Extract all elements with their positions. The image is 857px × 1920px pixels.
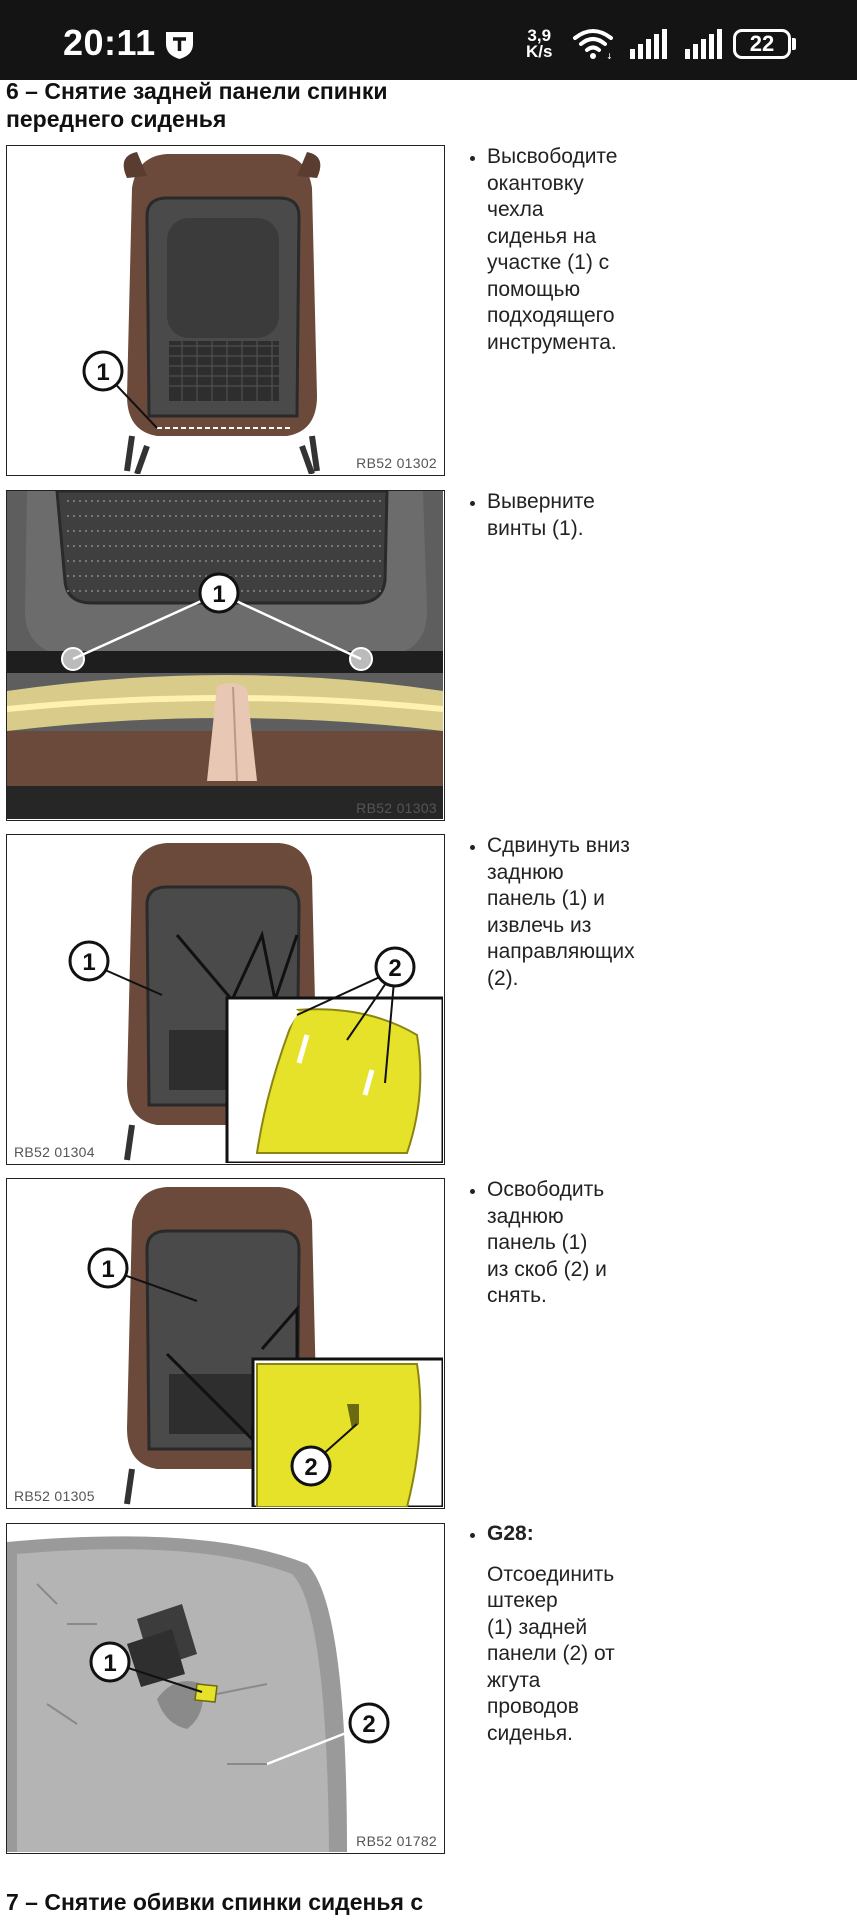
step-line: заднюю xyxy=(487,1204,564,1228)
callout-number: 2 xyxy=(362,1711,375,1738)
step-line: окантовку xyxy=(487,171,584,195)
step-line: Сдвинуть вниз xyxy=(487,834,630,857)
step-line: извлечь из xyxy=(487,913,592,937)
step-line: жгута xyxy=(487,1668,541,1692)
step-heading: G28: xyxy=(487,1521,696,1548)
slide-panel-illustration: 1 2 xyxy=(7,835,443,1163)
step-line: сиденья. xyxy=(487,1721,573,1745)
step-text: Освободить заднюю панель (1) из скоб (2)… xyxy=(487,1177,696,1310)
section-title: 7 – Снятие обивки спинки сиденья с xyxy=(6,1889,424,1915)
network-speed-unit: K/s xyxy=(526,42,553,61)
step-line: чехла xyxy=(487,198,544,221)
step-line: направляющих xyxy=(487,940,635,963)
seat-back-illustration: 1 xyxy=(7,146,443,474)
screws-illustration: 1 xyxy=(7,491,443,819)
figure-code: RB52 01302 xyxy=(356,455,437,471)
step-instruction: Освободить заднюю панель (1) из скоб (2)… xyxy=(466,1177,696,1310)
step-text: Отсоединить штекер (1) задней панели (2)… xyxy=(487,1562,696,1748)
figure-code: RB52 01782 xyxy=(356,1833,437,1849)
step-line: помощью xyxy=(487,277,581,301)
network-speed-value: 3,9 xyxy=(527,26,552,45)
step-line: Выверните xyxy=(487,490,595,513)
step-line: заднюю xyxy=(487,860,564,884)
network-speed: 3,9 K/s xyxy=(526,26,553,61)
figure-code: RB52 01304 xyxy=(14,1144,95,1160)
signal-icon xyxy=(629,29,667,64)
connector-illustration: 1 2 xyxy=(7,1524,443,1852)
battery-tip xyxy=(792,38,796,50)
wifi-icon: ↓↑ xyxy=(572,27,619,66)
figure-code: RB52 01305 xyxy=(14,1488,95,1504)
step-line: Высвободите xyxy=(487,145,618,168)
step-line: винты (1). xyxy=(487,516,584,540)
step-line: панель (1) и xyxy=(487,887,605,910)
step-instruction: Сдвинуть вниз заднюю панель (1) и извлеч… xyxy=(466,833,696,992)
step-line: Освободить xyxy=(487,1178,605,1201)
figure-step-2[interactable]: 1 RB52 01303 xyxy=(6,490,445,821)
figure-step-1[interactable]: 1 RB52 01302 xyxy=(6,145,445,476)
figure-code: RB52 01303 xyxy=(356,800,437,816)
step-line: проводов xyxy=(487,1695,579,1718)
step-line: Отсоединить xyxy=(487,1562,615,1586)
step-line: штекер xyxy=(487,1589,558,1612)
section-title-line1: 6 – Снятие задней панели спинки xyxy=(6,78,388,104)
callout-number: 1 xyxy=(96,359,109,386)
svg-text:↓↑: ↓↑ xyxy=(606,52,614,61)
figure-step-4[interactable]: 1 2 RB52 01305 xyxy=(6,1178,445,1509)
callout-number: 1 xyxy=(101,1256,114,1283)
step-line: инструмента. xyxy=(487,330,617,354)
figure-step-3[interactable]: 1 2 RB52 01304 xyxy=(6,834,445,1165)
step-instruction: Выверните винты (1). xyxy=(466,489,696,542)
step-text: Сдвинуть вниз заднюю панель (1) и извлеч… xyxy=(487,833,696,992)
callout-number: 2 xyxy=(388,955,401,982)
step-line: из скоб (2) и xyxy=(487,1257,607,1281)
figure-step-5[interactable]: 1 2 RB52 01782 xyxy=(6,1523,445,1854)
battery-icon: 22 xyxy=(733,29,791,59)
step-line: (2). xyxy=(487,966,519,990)
section-title-line2: переднего сиденья xyxy=(6,106,227,132)
callout-number: 1 xyxy=(212,581,225,608)
callout-number: 1 xyxy=(82,949,95,976)
callout-number: 2 xyxy=(304,1454,317,1481)
step-line: подходящего xyxy=(487,304,615,327)
status-bar: 20:11 3,9 K/s ↓↑ 22 xyxy=(0,0,857,80)
step-line: панели (2) от xyxy=(487,1642,615,1665)
section-title: 6 – Снятие задней панели спинки переднег… xyxy=(6,77,387,133)
shield-icon xyxy=(163,30,196,60)
battery-level: 22 xyxy=(749,31,775,56)
signal-icon xyxy=(684,29,722,64)
status-time: 20:11 xyxy=(63,22,156,63)
step-text: Выверните винты (1). xyxy=(487,489,696,542)
step-line: снять. xyxy=(487,1284,547,1307)
callout-number: 1 xyxy=(103,1650,116,1677)
step-line: участке (1) с xyxy=(487,251,610,274)
step-line: сиденья на xyxy=(487,224,597,248)
step-instruction: G28: Отсоединить штекер (1) задней панел… xyxy=(466,1521,696,1747)
step-line: (1) задней xyxy=(487,1615,588,1639)
step-text: Высвободите окантовку чехла сиденья на у… xyxy=(487,144,696,356)
step-line: панель (1) xyxy=(487,1231,588,1254)
release-clips-illustration: 1 2 xyxy=(7,1179,443,1507)
step-instruction: Высвободите окантовку чехла сиденья на у… xyxy=(466,144,696,356)
